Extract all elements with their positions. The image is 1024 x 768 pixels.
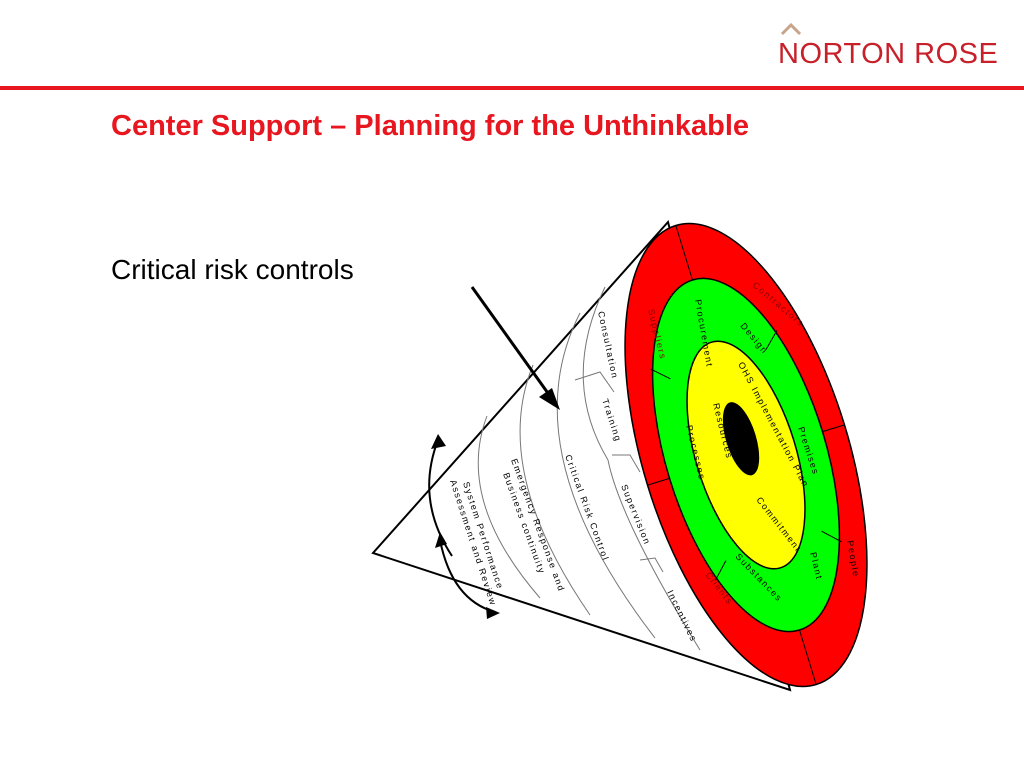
cone-divider — [574, 371, 664, 573]
ring-divider — [714, 560, 727, 581]
cone-divider — [556, 312, 656, 639]
arrow-head-icon — [431, 434, 446, 449]
chevron-logo-icon — [780, 22, 802, 36]
arrow-head-icon — [435, 532, 447, 548]
brand-name: NORTON ROSE — [778, 38, 999, 70]
arrow-head-icon — [486, 607, 500, 619]
slide-subtitle: Critical risk controls — [111, 254, 354, 285]
ring-divider — [822, 424, 845, 433]
norton-rose-logo: NORTON ROSE — [778, 22, 1003, 70]
slide-title: Center Support – Planning for the Unthin… — [111, 110, 750, 142]
arrow-head-icon — [539, 388, 560, 410]
cone-divider — [519, 364, 591, 616]
header-divider — [0, 86, 1024, 90]
core — [722, 402, 760, 476]
pointer-arrow — [470, 286, 552, 397]
ring-divider — [675, 225, 693, 281]
ring-divider — [647, 477, 670, 486]
cone-divider — [607, 459, 701, 651]
cone-divider — [477, 415, 541, 599]
ring-divider — [650, 368, 671, 380]
ring-divider — [799, 629, 817, 685]
cone-divider — [582, 286, 609, 461]
ring-divider — [821, 530, 842, 543]
ring-divider — [765, 330, 778, 350]
